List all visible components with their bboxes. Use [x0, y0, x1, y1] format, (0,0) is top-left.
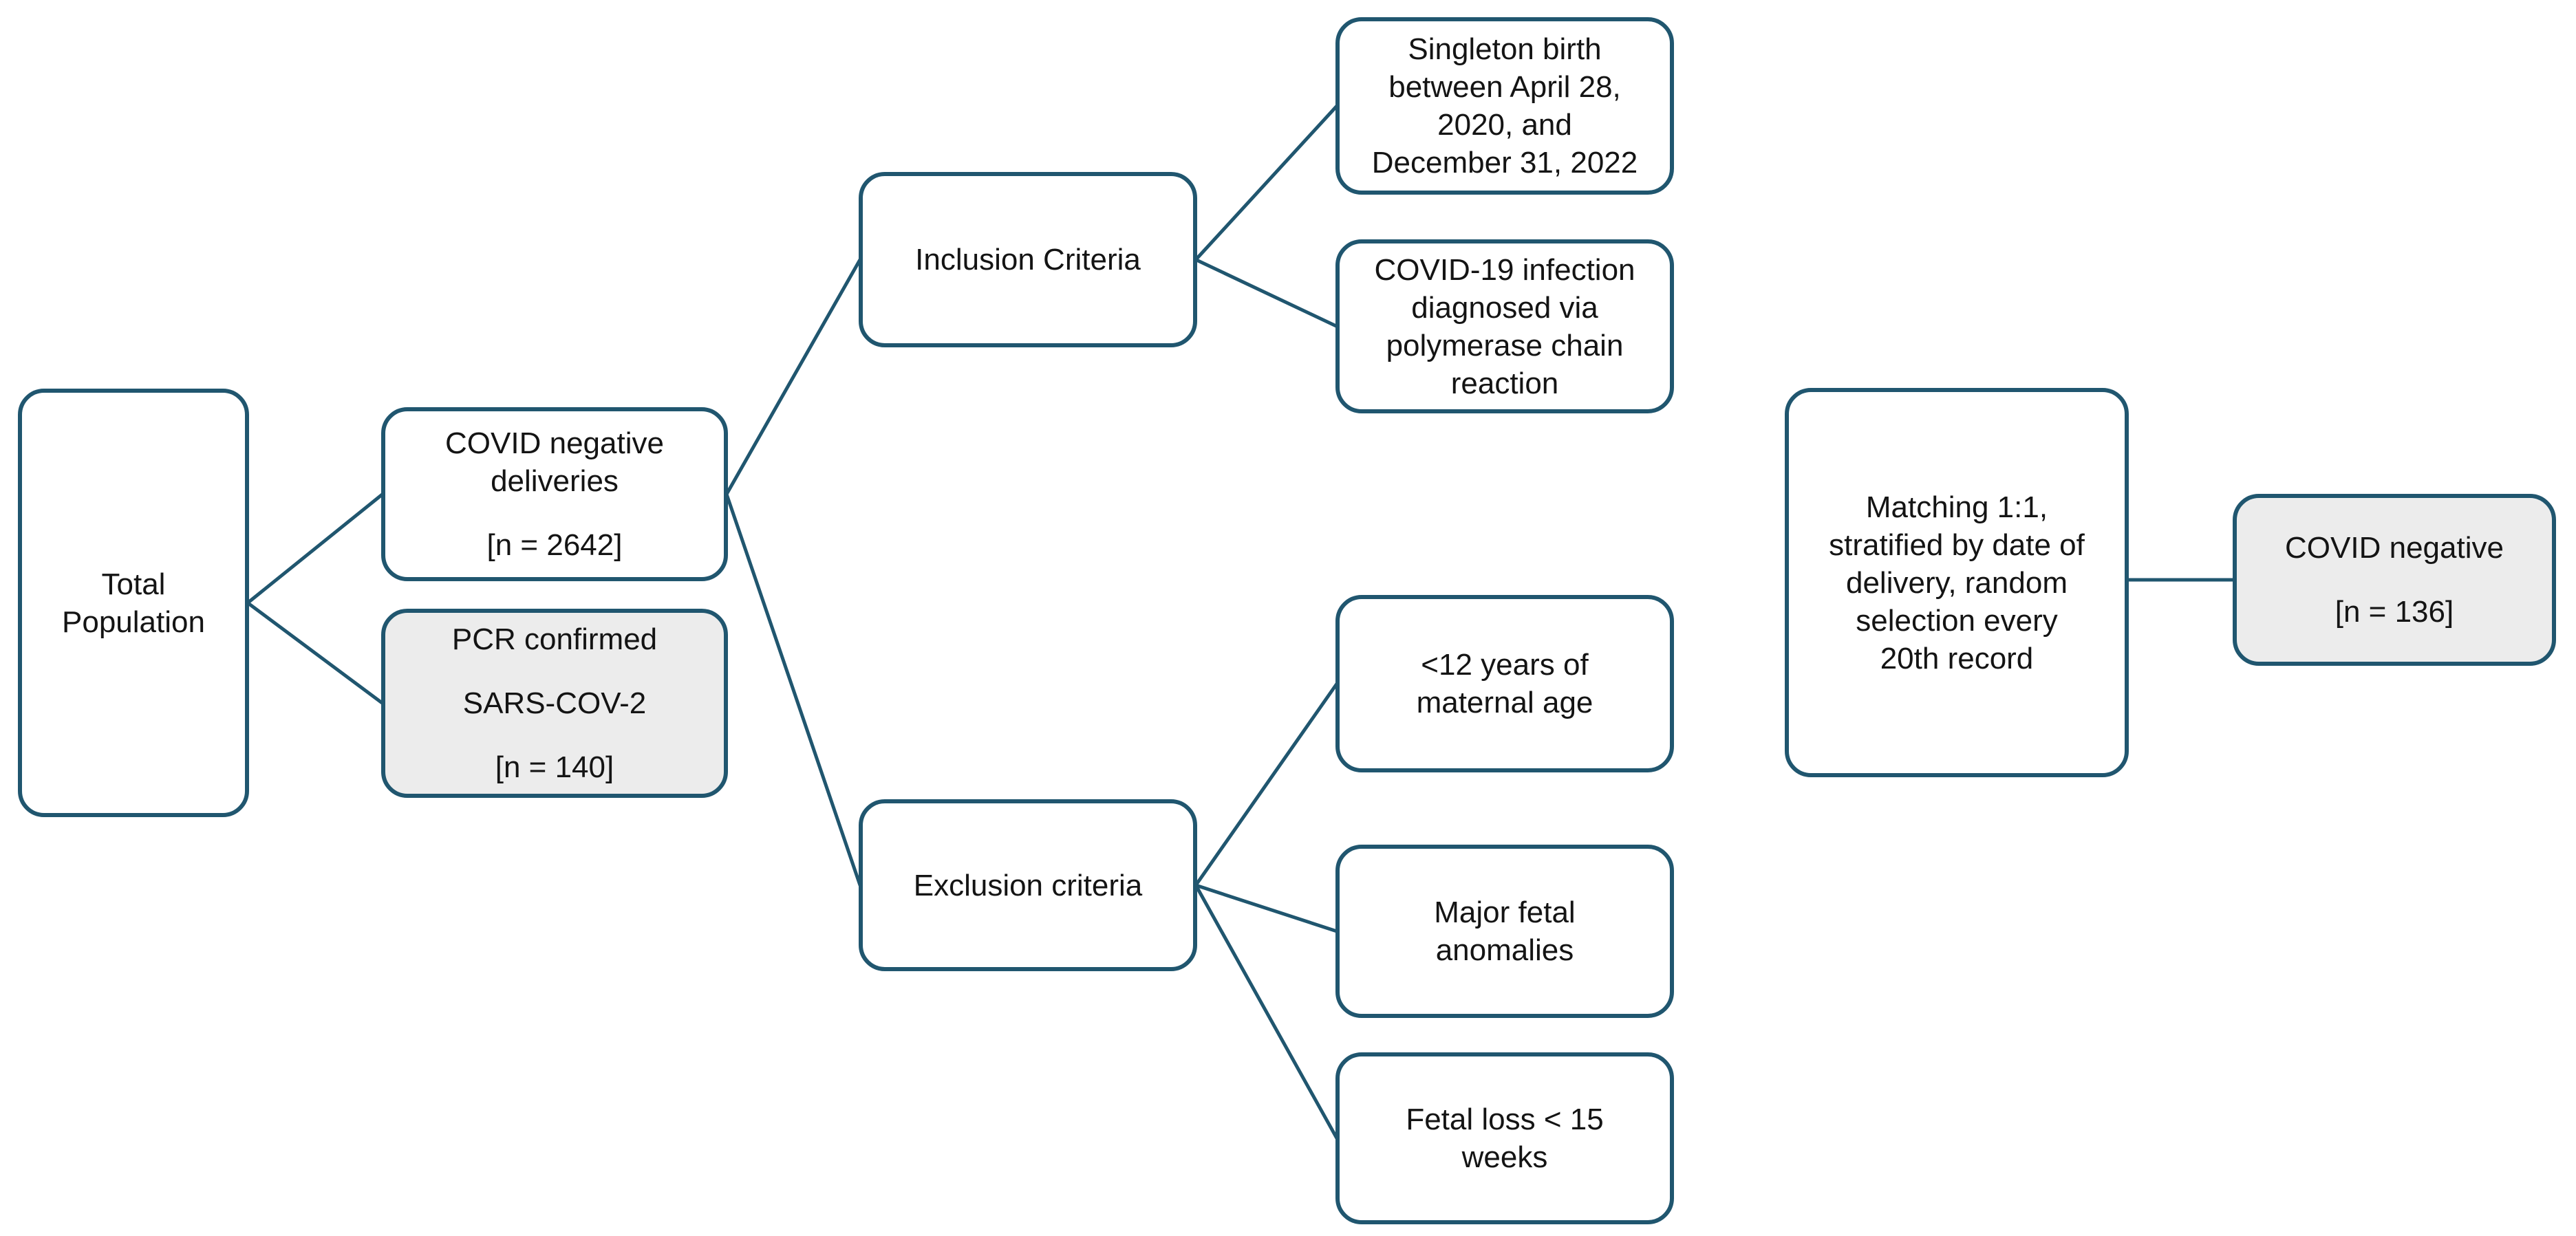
node-text-line: [n = 136]: [2334, 595, 2454, 629]
connector-exclusion_criteria-to-fetal_loss: [1194, 883, 1339, 1140]
node-text-line: Inclusion Criteria: [915, 243, 1141, 277]
node-text-line: COVID negative deliveries: [445, 426, 664, 498]
node-text-line: COVID negative: [2285, 531, 2504, 565]
connector-inclusion_criteria-to-covid19_infection: [1194, 258, 1339, 328]
node-fetal-loss-under-15-weeks: Fetal loss < 15 weeks: [1335, 1052, 1674, 1224]
node-major-fetal-anomalies: Major fetal anomalies: [1335, 845, 1674, 1018]
node-text-line: Total Population: [62, 567, 205, 639]
node-text-line: Major fetal anomalies: [1434, 896, 1576, 967]
node-covid-negative-deliveries: COVID negative deliveries [n = 2642]: [381, 407, 728, 581]
node-text-line: Exclusion criteria: [913, 868, 1143, 902]
node-exclusion-criteria: Exclusion criteria: [859, 799, 1197, 971]
node-text-line: Matching 1:1, stratified by date of deli…: [1829, 490, 2085, 675]
node-text-line: [n = 140]: [495, 750, 614, 784]
node-text-line: [n = 2642]: [486, 528, 623, 562]
node-text-line: PCR confirmed: [451, 622, 658, 656]
node-text-line: SARS-COV-2: [462, 686, 647, 720]
node-matching-strategy: Matching 1:1, stratified by date of deli…: [1785, 388, 2129, 777]
connector-covid_negative_deliveries-to-inclusion_criteria: [724, 258, 862, 496]
node-text-line: COVID-19 infection diagnosed via polymer…: [1374, 252, 1635, 400]
connector-inclusion_criteria-to-singleton_birth: [1194, 104, 1339, 261]
connector-covid_negative_deliveries-to-exclusion_criteria: [724, 492, 862, 887]
node-total-population: Total Population: [18, 389, 249, 817]
connector-exclusion_criteria-to-maternal_age: [1194, 682, 1339, 887]
node-inclusion-criteria: Inclusion Criteria: [859, 172, 1197, 347]
node-text-line: <12 years of maternal age: [1416, 648, 1593, 719]
node-covid19-infection-pcr: COVID-19 infection diagnosed via polymer…: [1335, 239, 1674, 413]
connector-exclusion_criteria-to-fetal_anomalies: [1194, 883, 1339, 933]
connector-total_population-to-covid_negative_deliveries: [246, 492, 385, 605]
node-text-line: Fetal loss < 15 weeks: [1406, 1103, 1604, 1174]
connector-total_population-to-pcr_confirmed: [246, 601, 385, 705]
node-text-line: Singleton birth between April 28, 2020, …: [1371, 32, 1638, 180]
node-singleton-birth-dates: Singleton birth between April 28, 2020, …: [1335, 17, 1674, 195]
node-covid-negative-matched: COVID negative [n = 136]: [2233, 494, 2556, 666]
node-maternal-age-under-12: <12 years of maternal age: [1335, 595, 1674, 772]
